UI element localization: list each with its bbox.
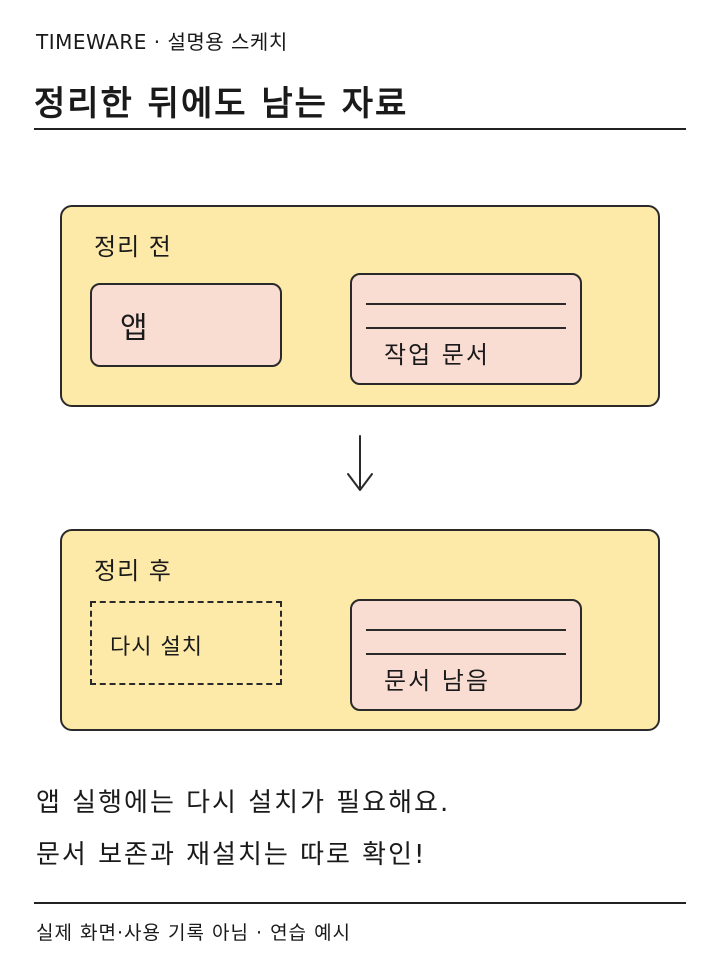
note-line-1: 앱 실행에는 다시 설치가 필요해요.: [36, 788, 451, 818]
reinstall-placeholder-box: 다시 설치: [90, 601, 282, 685]
work-document-box: 작업 문서: [350, 273, 582, 385]
top-divider: [34, 128, 686, 130]
panel-before-cleanup: 정리 전 앱 작업 문서: [60, 205, 660, 407]
note-line-2: 문서 보존과 재설치는 따로 확인!: [36, 840, 427, 870]
down-arrow-icon: [347, 435, 373, 491]
document-line: [366, 653, 566, 655]
panel-after-label: 정리 후: [94, 557, 172, 585]
remaining-document-label: 문서 남음: [384, 667, 490, 695]
footer-disclaimer: 실제 화면·사용 기록 아님 · 연습 예시: [36, 922, 352, 944]
app-box: 앱: [90, 283, 282, 367]
panel-before-label: 정리 전: [94, 233, 172, 261]
header-brand: TIMEWARE · 설명용 스케치: [36, 30, 288, 54]
page-title: 정리한 뒤에도 남는 자료: [34, 84, 409, 124]
panel-after-cleanup: 정리 후 다시 설치 문서 남음: [60, 529, 660, 731]
app-label: 앱: [120, 311, 148, 346]
reinstall-label: 다시 설치: [110, 635, 203, 660]
bottom-divider: [34, 902, 686, 904]
work-document-label: 작업 문서: [384, 341, 490, 369]
document-line: [366, 629, 566, 631]
document-line: [366, 303, 566, 305]
remaining-document-box: 문서 남음: [350, 599, 582, 711]
document-line: [366, 327, 566, 329]
